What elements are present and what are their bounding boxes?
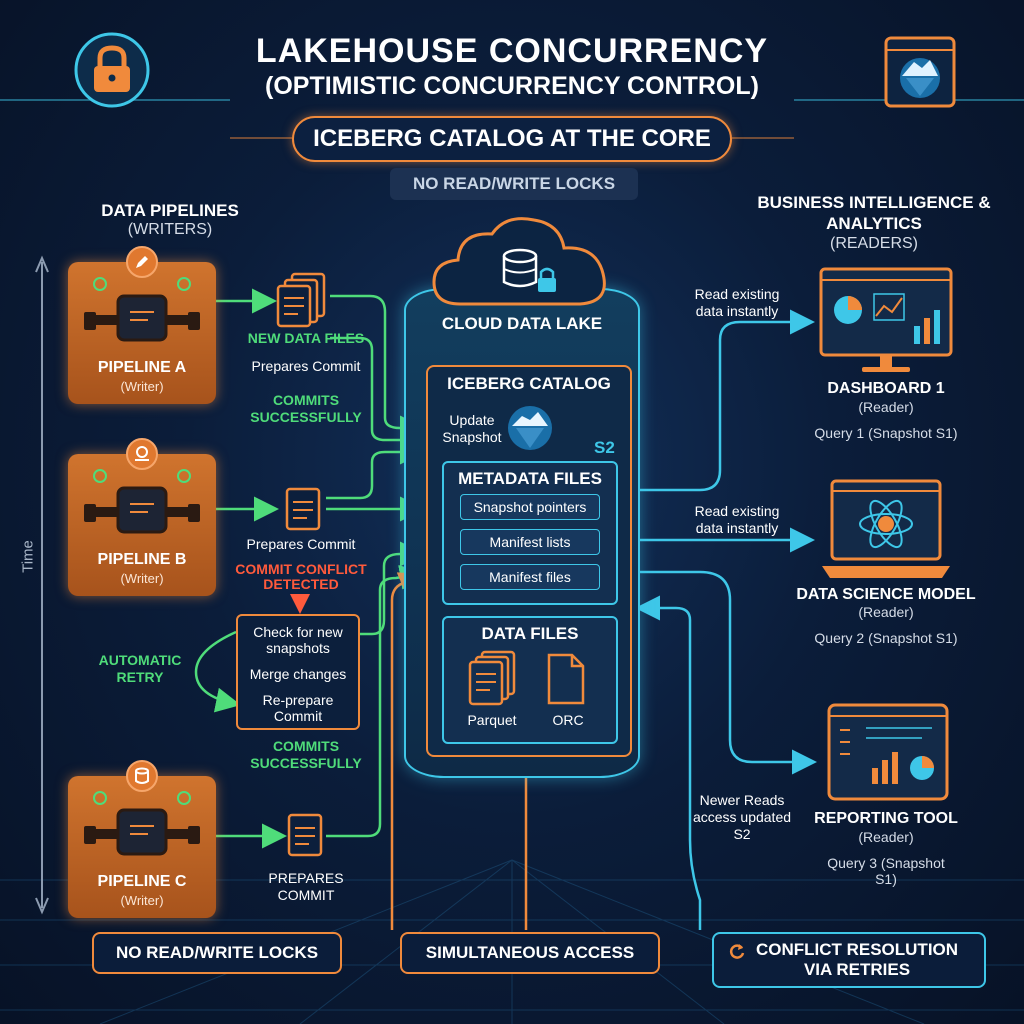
core-banner: ICEBERG CATALOG AT THE CORE xyxy=(292,116,732,162)
readers-heading: BUSINESS INTELLIGENCE & ANALYTICS xyxy=(757,193,991,234)
new-data-files-label: NEW DATA FILES xyxy=(247,330,365,346)
refresh-icon xyxy=(729,944,745,959)
prepares-commit-b-label: Prepares Commit xyxy=(246,536,356,552)
parquet-label: Parquet xyxy=(467,712,517,728)
pipeline-b-role: (Writer) xyxy=(120,571,164,586)
prepares-commit-a-label: Prepares Commit xyxy=(251,358,361,374)
dashboard-monitor-icon xyxy=(819,267,953,372)
commits-successfully-a-label: COMMITS SUCCESSFULLY xyxy=(250,392,362,425)
pipeline-b-card[interactable]: PIPELINE B (Writer) xyxy=(68,438,216,596)
orc-label: ORC xyxy=(552,712,584,728)
iceberg-window-icon xyxy=(884,36,956,108)
readers-heading-block: BUSINESS INTELLIGENCE & ANALYTICS (READE… xyxy=(746,192,1002,253)
read-existing-1-label: Read existing data instantly xyxy=(694,286,780,319)
database-icon xyxy=(126,760,158,792)
reader-3-query: Query 3 (Snapshot S1) xyxy=(827,855,945,887)
snapshot-s2-tag: S2 xyxy=(594,438,615,457)
iceberg-icon xyxy=(508,406,552,450)
file-icon xyxy=(285,487,321,531)
reader-2-name: DATA SCIENCE MODEL xyxy=(796,586,976,603)
writers-sub: (WRITERS) xyxy=(127,221,213,239)
parquet-files-icon xyxy=(468,650,516,706)
readers-sub: (READERS) xyxy=(829,234,918,252)
prepares-commit-c-label: PREPARES COMMIT xyxy=(268,870,344,903)
lock-icon xyxy=(72,30,152,110)
reader-1-name: DASHBOARD 1 xyxy=(827,380,945,397)
laptop-model-icon xyxy=(822,479,950,578)
pipeline-c-card[interactable]: PIPELINE C (Writer) xyxy=(68,760,216,918)
retry-steps-box: Check for new snapshots Merge changes Re… xyxy=(236,614,360,730)
no-locks-tag: NO READ/WRITE LOCKS xyxy=(390,168,638,200)
retry-step-check: Check for new snapshots xyxy=(253,624,343,657)
page-title: LAKEHOUSE CONCURRENCY xyxy=(255,32,769,70)
cloud-icon xyxy=(432,217,606,306)
writers-heading-block: DATA PIPELINES (WRITERS) xyxy=(70,200,270,239)
metadata-files-title: METADATA FILES xyxy=(458,469,602,488)
reader-3-role: (Reader) xyxy=(858,829,914,845)
file-icon xyxy=(287,813,323,857)
pipeline-c-name: PIPELINE C xyxy=(97,873,187,890)
pipeline-gear-icon xyxy=(84,277,200,342)
pencil-icon xyxy=(126,246,158,278)
time-axis-label: Time xyxy=(19,540,37,573)
pipeline-a-card[interactable]: PIPELINE A (Writer) xyxy=(68,246,216,404)
reader-1-query: Query 1 (Snapshot S1) xyxy=(814,425,958,441)
orc-file-icon xyxy=(547,653,585,705)
commits-successfully-b-label: COMMITS SUCCESSFULLY xyxy=(250,738,362,771)
automatic-retry-label: AUTOMATIC RETRY xyxy=(98,652,182,685)
files-stack-icon xyxy=(276,272,326,328)
reader-3-name: REPORTING TOOL xyxy=(814,810,958,827)
pipeline-gear-icon xyxy=(84,469,200,534)
reporting-tablet-icon xyxy=(827,703,949,801)
metadata-item-snapshot-pointers: Snapshot pointers xyxy=(460,494,600,520)
metadata-item-manifest-files: Manifest files xyxy=(460,564,600,590)
retry-step-merge: Merge changes xyxy=(249,666,347,682)
data-files-title: DATA FILES xyxy=(481,624,579,643)
writers-heading: DATA PIPELINES xyxy=(101,201,239,220)
pipeline-c-role: (Writer) xyxy=(120,893,164,908)
pipeline-gear-icon xyxy=(84,791,200,856)
retry-step-reprepare: Re-prepare Commit xyxy=(262,692,334,725)
pipeline-a-name: PIPELINE A xyxy=(97,359,187,376)
newer-reads-label: Newer Reads access updated S2 xyxy=(692,792,792,842)
update-snapshot-label: Update Snapshot xyxy=(442,412,502,445)
time-axis xyxy=(35,255,49,915)
metadata-item-manifest-lists: Manifest lists xyxy=(460,529,600,555)
read-existing-2-label: Read existing data instantly xyxy=(694,503,780,536)
footer-simultaneous-access: SIMULTANEOUS ACCESS xyxy=(400,932,660,974)
footer-conflict-resolution: CONFLICT RESOLUTION VIA RETRIES xyxy=(712,932,986,988)
reader-2-query: Query 2 (Snapshot S1) xyxy=(814,630,958,646)
page-subtitle: (OPTIMISTIC CONCURRENCY CONTROL) xyxy=(265,72,759,100)
iceberg-catalog-title: ICEBERG CATALOG xyxy=(447,374,611,393)
footer-no-locks: NO READ/WRITE LOCKS xyxy=(92,932,342,974)
reader-1-role: (Reader) xyxy=(858,399,914,415)
coin-hand-icon xyxy=(126,438,158,470)
pipeline-a-role: (Writer) xyxy=(120,379,164,394)
cloud-data-lake-label: CLOUD DATA LAKE xyxy=(441,314,603,333)
pipeline-b-name: PIPELINE B xyxy=(97,551,187,568)
commit-conflict-label: COMMIT CONFLICT DETECTED xyxy=(235,561,367,593)
reader-2-role: (Reader) xyxy=(858,604,914,620)
